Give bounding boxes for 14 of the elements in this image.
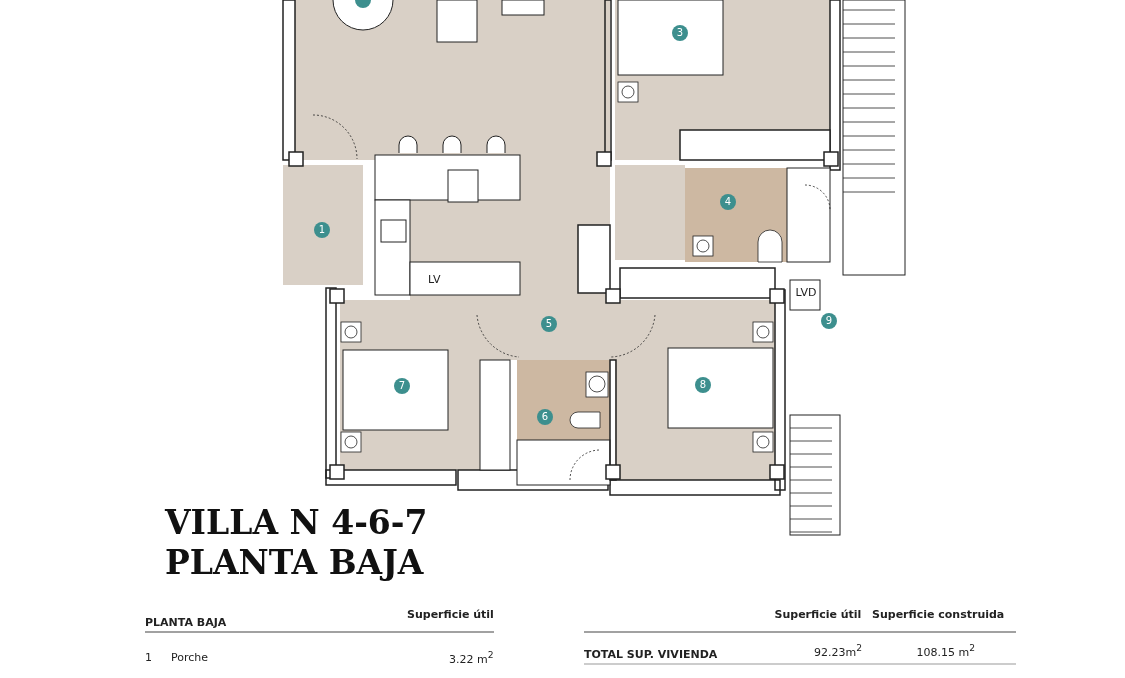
appliance-label: LV	[428, 273, 441, 285]
plan-title: VILLA N 4-6-7 PLANTA BAJA	[165, 503, 429, 583]
column-header: Superficie útil	[774, 608, 862, 620]
table-cell: 3.22 m$^{2}$	[449, 649, 494, 665]
table-cell: TOTAL SUP. VIVIENDA	[584, 648, 718, 660]
table-cell: 108.15 m$^{2}$	[916, 642, 976, 658]
table-heading: PLANTA BAJA	[145, 616, 227, 628]
table-cell: 92.23m$^{2}$	[814, 642, 863, 658]
table-cell: Porche	[171, 651, 209, 663]
column-header: Superficie útil	[407, 608, 494, 620]
room-number: 9	[821, 313, 837, 329]
column-header: Superficie construida	[872, 608, 1005, 620]
table-cell: 1	[145, 651, 152, 663]
appliance-label: LVD	[795, 286, 817, 298]
